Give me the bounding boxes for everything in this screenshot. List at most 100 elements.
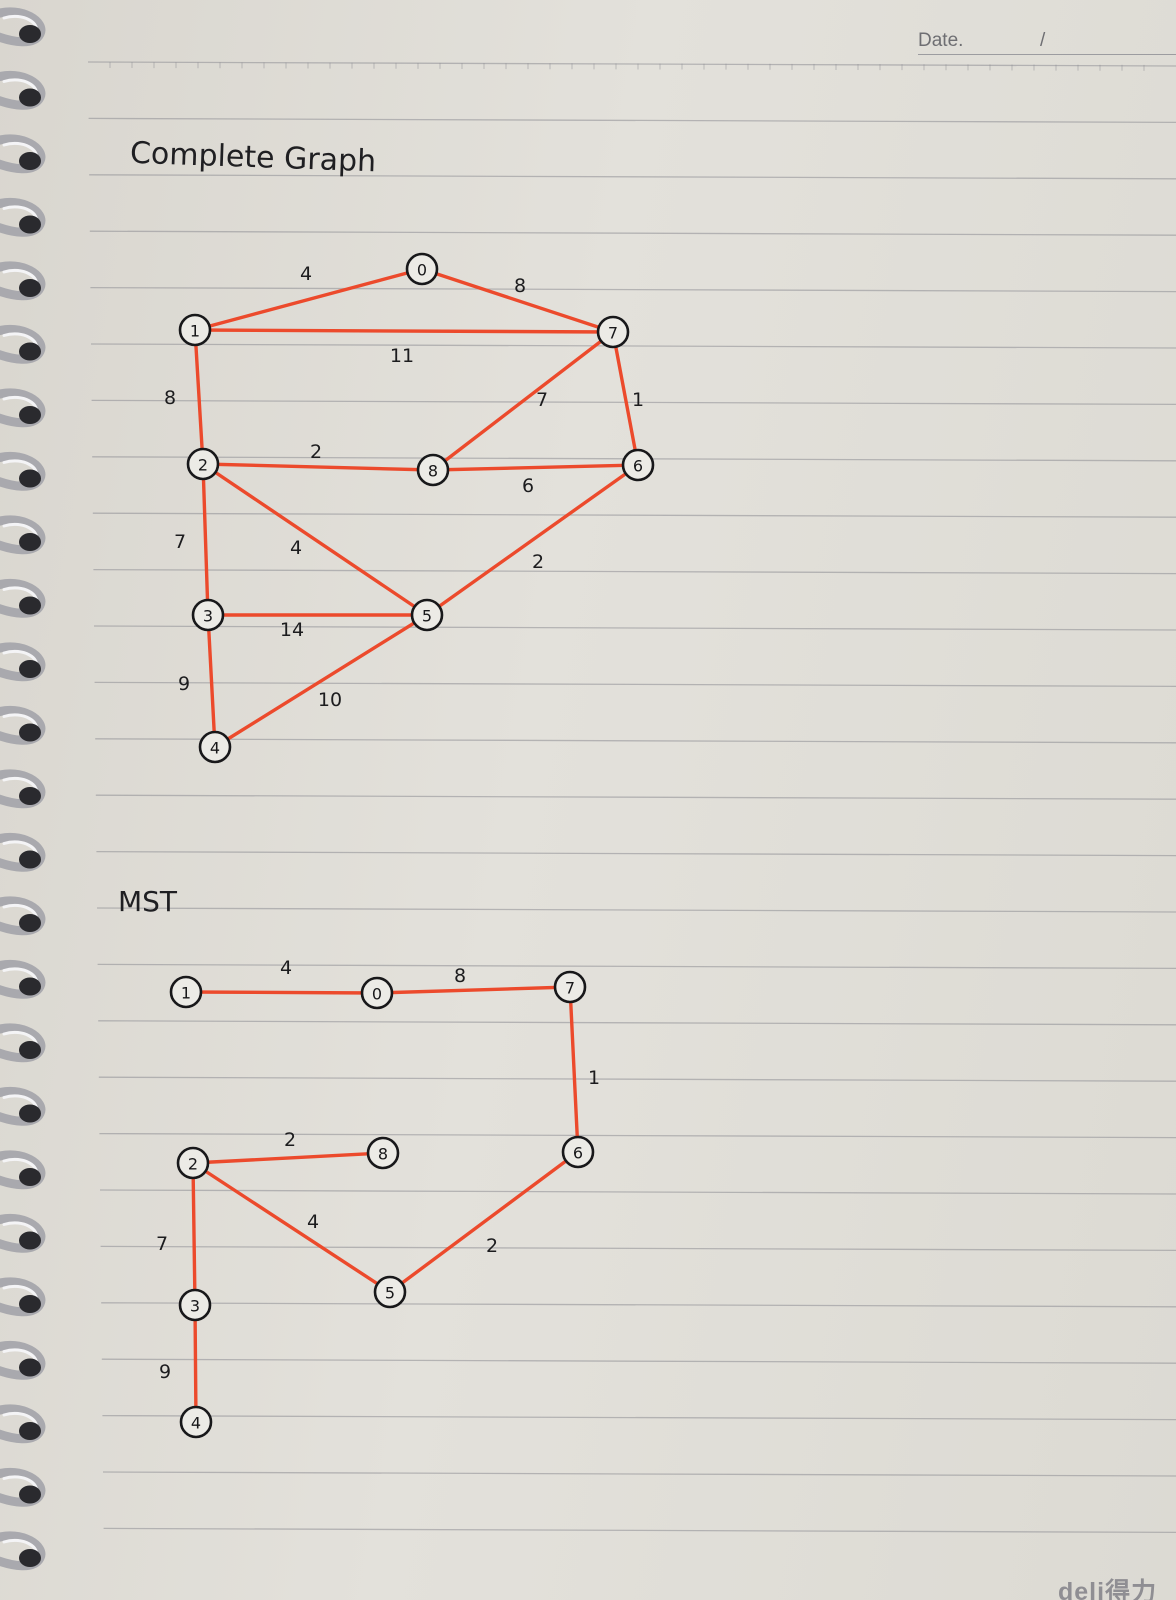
edge-weight: 2 [486, 1235, 498, 1257]
graph-node: 8 [416, 453, 450, 487]
node-label: 3 [190, 1297, 200, 1316]
graph-node: 3 [178, 1288, 212, 1322]
ruled-line [93, 568, 1176, 575]
node-label: 1 [190, 322, 200, 341]
graph-node: 3 [191, 598, 225, 632]
ruled-line [98, 1076, 1176, 1082]
ruled-line [90, 286, 1176, 293]
ruled-line [98, 1020, 1176, 1026]
spiral-ring [0, 1023, 46, 1063]
ruled-line [103, 1527, 1176, 1534]
edge-n2-n3 [201, 462, 210, 617]
ruled-line [96, 850, 1176, 857]
edge-m0-m7 [375, 985, 572, 995]
edge-n4-n5 [213, 613, 429, 749]
edge-weight: 8 [454, 965, 466, 987]
ruled-line [95, 738, 1176, 744]
graph-node: 2 [186, 447, 220, 481]
edge-n6-n5 [425, 463, 640, 617]
ruled-line [94, 681, 1176, 688]
ruled-line [89, 174, 1176, 180]
node-label: 0 [372, 985, 382, 1004]
edge-m5-m6 [388, 1150, 580, 1294]
spiral-ring [0, 70, 46, 110]
graph-node: 5 [410, 598, 444, 632]
node-label: 3 [203, 607, 213, 626]
node-label: 4 [191, 1414, 201, 1433]
node-label: 2 [198, 456, 208, 475]
spiral-ring [0, 324, 46, 364]
ruled-line [87, 61, 1176, 67]
spiral-ring [0, 1340, 46, 1380]
ruled-line [97, 963, 1176, 970]
ruled-line [96, 907, 1176, 913]
spiral-ring [0, 578, 46, 618]
edge-n2-n8 [201, 462, 435, 472]
edge-weight: 2 [310, 441, 322, 463]
edge-n7-n8 [431, 330, 615, 472]
node-label: 4 [210, 739, 220, 758]
node-label: 6 [573, 1144, 583, 1163]
date-field-line [918, 54, 1176, 55]
ruled-line [93, 625, 1176, 631]
edge-m2-m5 [191, 1161, 392, 1294]
edge-n8-n6 [431, 463, 640, 472]
spiral-ring [0, 642, 46, 682]
edge-weight: 7 [156, 1233, 168, 1255]
spiral-ring [0, 1150, 46, 1190]
ruled-line [99, 1132, 1176, 1139]
edge-weight: 9 [159, 1361, 171, 1383]
edge-weight: 10 [318, 689, 342, 711]
mst-title: MST [118, 885, 178, 918]
edge-weight: 4 [290, 537, 302, 559]
spiral-binding [0, 7, 46, 1571]
edge-n2-n5 [201, 462, 429, 617]
spiral-ring [0, 451, 46, 491]
graph-node: 5 [373, 1275, 407, 1309]
spiral-ring [0, 388, 46, 428]
spiral-ring [0, 134, 46, 174]
brand-logo: deli得力 [1058, 1578, 1158, 1600]
node-label: 5 [422, 607, 432, 626]
ruled-line [88, 117, 1176, 124]
ruled-line [92, 512, 1176, 518]
spiral-ring [0, 7, 46, 47]
graph-node: 7 [553, 970, 587, 1004]
spiral-ring [0, 1213, 46, 1253]
spiral-ring [0, 1404, 46, 1444]
graph-node: 1 [178, 313, 212, 347]
node-label: 8 [428, 462, 438, 481]
edge-weight: 4 [280, 957, 292, 979]
date-label: Date. [918, 30, 964, 51]
edge-weight: 14 [280, 619, 304, 641]
ruled-line [95, 794, 1176, 800]
edge-m2-m8 [191, 1151, 385, 1165]
spiral-ring [0, 769, 46, 809]
graph-node: 2 [176, 1146, 210, 1180]
graph-node: 0 [405, 252, 439, 286]
edge-weight: 2 [284, 1129, 296, 1151]
spiral-ring [0, 515, 46, 555]
edge-weight: 1 [632, 389, 644, 411]
ruled-line [101, 1358, 1176, 1364]
edge-n0-n7 [420, 267, 615, 334]
edge-m3-m4 [193, 1303, 198, 1424]
ruled-line [100, 1245, 1176, 1252]
spiral-ring [0, 1086, 46, 1126]
edge-weight: 9 [178, 673, 190, 695]
ruled-line [89, 230, 1176, 236]
graph-node: 4 [179, 1405, 213, 1439]
node-label: 0 [417, 261, 427, 280]
graph-node: 1 [169, 975, 203, 1009]
edge-n1-n2 [193, 328, 205, 466]
edge-weight: 8 [514, 275, 526, 297]
graph-node: 0 [360, 976, 394, 1010]
ruled-line [90, 343, 1176, 349]
ruled-line [101, 1302, 1176, 1308]
node-label: 6 [633, 457, 643, 476]
edge-weight: 8 [164, 387, 176, 409]
